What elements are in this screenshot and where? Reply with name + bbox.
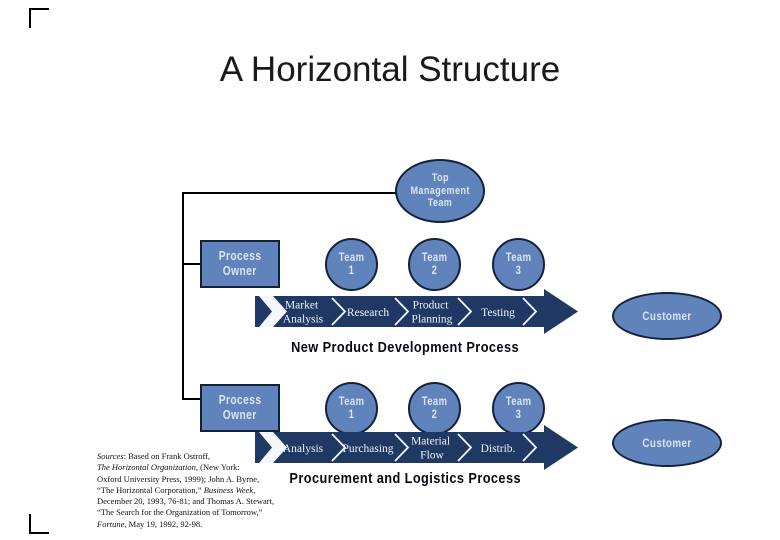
frame-corner-top-left <box>29 8 49 28</box>
connector-oval-line <box>182 192 398 194</box>
customer-2-label: Customer <box>642 436 692 450</box>
arrow-tail-chevron-icon <box>259 296 287 327</box>
top-oval-line3: Team <box>427 197 453 210</box>
process-label-2: Procurement and Logistics Process <box>289 470 521 487</box>
process-owner-box-1: Process Owner <box>200 240 280 288</box>
arrow-2-segment-1: Analysis <box>283 443 324 455</box>
team-1-1-number: 1 <box>348 264 355 277</box>
team-2-3-number: 3 <box>515 408 522 421</box>
source-note-line: Sources: Based on Frank Ostroff, <box>97 451 211 461</box>
team-2-1-label: Team <box>338 395 365 408</box>
customer-oval-2: Customer <box>612 419 722 467</box>
source-note-line: “The Horizontal Corporation,” Business W… <box>97 484 256 495</box>
process-owner-1-line2: Owner <box>223 264 257 278</box>
chevron-separator-icon <box>522 433 538 462</box>
source-note-line: The Horizontal Organization, (New York: <box>97 462 240 473</box>
chevron-separator-icon <box>331 297 347 326</box>
arrow-2-segment-3: Material Flow <box>411 436 453 462</box>
team-1-1-label: Team <box>338 251 365 264</box>
process-arrow-1: Market Analysis Research Product Plannin… <box>255 289 578 334</box>
slide-title: A Horizontal Structure <box>219 50 561 89</box>
arrow-tail-chevron-icon <box>259 432 287 463</box>
source-note-line: “The Search for the Organization of Tomo… <box>97 507 263 518</box>
team-1-2-label: Team <box>421 251 448 264</box>
connector-vertical-line <box>182 192 184 400</box>
top-oval-line1: Top <box>431 172 449 185</box>
process-label-1: New Product Development Process <box>291 339 519 356</box>
source-note: Sources: Based on Frank Ostroff,The Hori… <box>97 451 312 530</box>
connector-stub-row1 <box>182 263 200 265</box>
process-owner-2-line2: Owner <box>223 408 257 422</box>
team-circle-2-1: Team 1 <box>325 382 378 435</box>
chevron-separator-icon <box>457 297 473 326</box>
connector-stub-row2 <box>182 398 200 400</box>
source-note-line: December 20, 1993, 76-81; and Thomas A. … <box>97 496 275 507</box>
team-2-3-label: Team <box>505 395 532 408</box>
process-owner-2-line1: Process <box>218 393 262 407</box>
team-circle-1-1: Team 1 <box>325 238 378 291</box>
source-note-line: Fortune, May 19, 1992, 92-98. <box>97 518 203 529</box>
customer-oval-1: Customer <box>612 292 722 340</box>
team-2-1-number: 1 <box>348 408 355 421</box>
arrow-2-segment-2: Purchasing <box>342 443 393 455</box>
arrow-1-segment-3: Product Planning <box>412 300 453 326</box>
process-owner-box-2: Process Owner <box>200 384 280 432</box>
chevron-separator-icon <box>331 433 347 462</box>
team-2-2-label: Team <box>421 395 448 408</box>
arrow-1-segment-4: Testing <box>481 307 515 319</box>
source-note-line: Oxford University Press, 1999); John A. … <box>97 473 260 484</box>
arrow-1-segment-2: Research <box>347 307 389 319</box>
arrow-2-segment-4: Distrib. <box>481 443 516 455</box>
chevron-separator-icon <box>522 297 538 326</box>
top-management-oval: Top Management Team <box>395 159 485 223</box>
customer-1-label: Customer <box>642 309 692 323</box>
top-oval-line2: Management <box>410 184 470 197</box>
team-1-2-number: 2 <box>431 264 438 277</box>
process-owner-1-line1: Process <box>218 249 262 263</box>
arrow-body <box>255 289 578 334</box>
team-circle-1-3: Team 3 <box>492 238 545 291</box>
chevron-separator-icon <box>394 433 410 462</box>
arrow-body <box>255 425 578 470</box>
team-2-2-number: 2 <box>431 408 438 421</box>
team-1-3-number: 3 <box>515 264 522 277</box>
chevron-separator-icon <box>457 433 473 462</box>
frame-corner-bottom-left <box>29 514 49 534</box>
process-arrow-2: Analysis Purchasing Material Flow Distri… <box>255 425 578 470</box>
team-circle-1-2: Team 2 <box>408 238 461 291</box>
arrow-1-segment-1: Market Analysis <box>283 300 324 326</box>
chevron-separator-icon <box>394 297 410 326</box>
team-1-3-label: Team <box>505 251 532 264</box>
